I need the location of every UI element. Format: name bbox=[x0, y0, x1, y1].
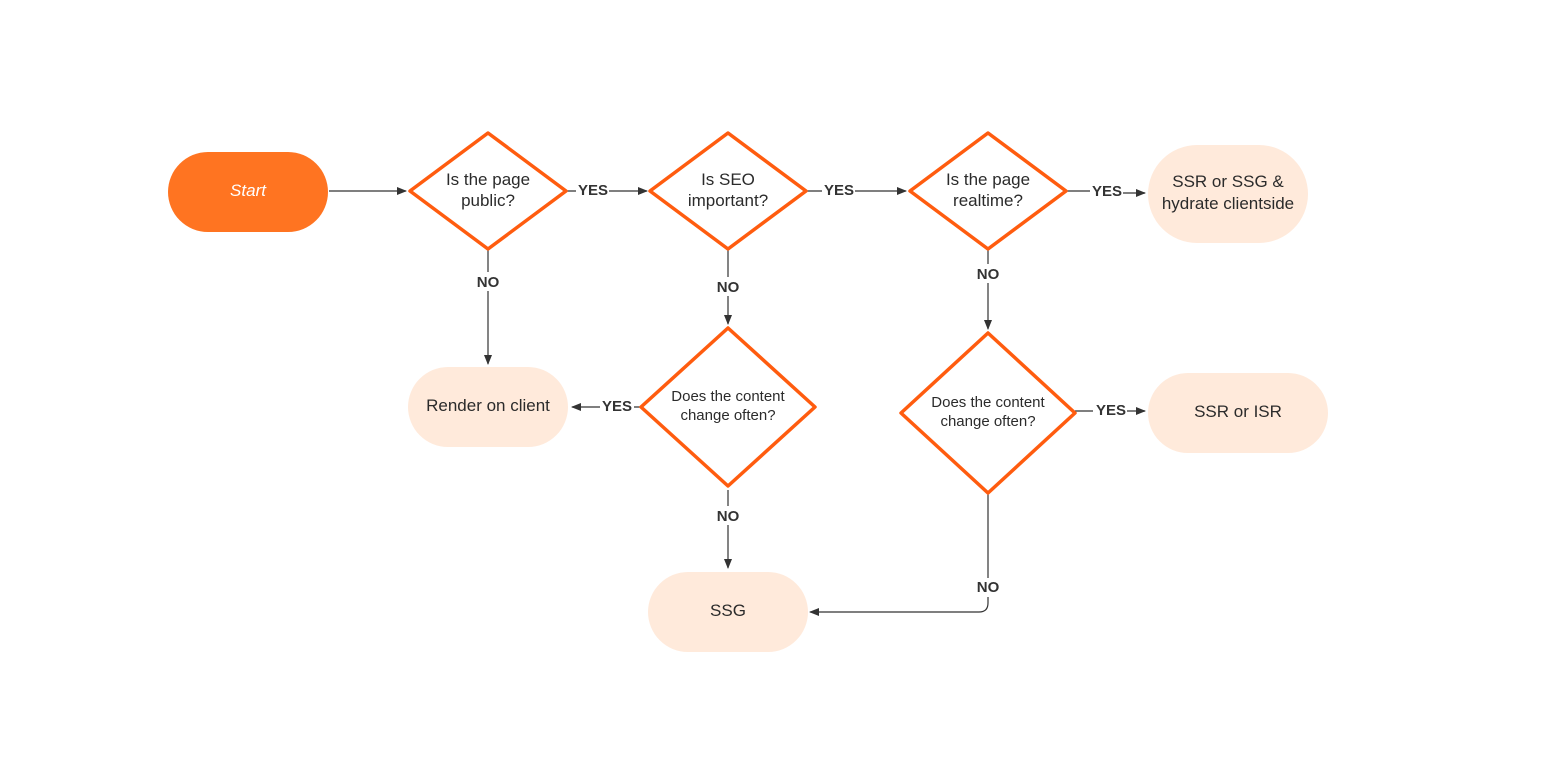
result-label-line-1: SSR or SSG & bbox=[1172, 172, 1284, 191]
decision-shape bbox=[639, 326, 817, 488]
edge-label-seo-no: NO bbox=[717, 279, 740, 296]
decision-label-line-2: realtime? bbox=[953, 191, 1023, 210]
decision-shape bbox=[648, 131, 808, 251]
result-label-line-2: hydrate clientside bbox=[1162, 194, 1294, 213]
edge-change-right-no bbox=[810, 494, 989, 612]
decision-seo-important: Is SEO important? bbox=[648, 131, 808, 251]
decision-shape bbox=[908, 131, 1068, 251]
decision-page-public: Is the page public? bbox=[408, 131, 568, 251]
decision-label-line-2: change often? bbox=[940, 413, 1035, 430]
decision-label-line-1: Is the page bbox=[946, 170, 1030, 189]
start-label: Start bbox=[230, 181, 267, 200]
start-shape bbox=[168, 152, 328, 232]
decision-shape bbox=[899, 331, 1077, 495]
start-node: Start bbox=[168, 152, 328, 232]
decision-label-line-2: important? bbox=[688, 191, 768, 210]
decision-label-line-1: Does the content bbox=[671, 388, 785, 405]
decision-content-change-left: Does the content change often? bbox=[639, 326, 817, 488]
decision-label-line-1: Is the page bbox=[446, 170, 530, 189]
result-label: Render on client bbox=[426, 396, 550, 415]
edge-label-public-yes: YES bbox=[578, 182, 608, 199]
result-label: SSR or ISR bbox=[1194, 402, 1282, 421]
edge-label-change-left-yes: YES bbox=[602, 398, 632, 415]
nodes: Start Is the page public? Is SEO importa… bbox=[168, 131, 1328, 652]
decision-content-change-right: Does the content change often? bbox=[899, 331, 1077, 495]
decision-page-realtime: Is the page realtime? bbox=[908, 131, 1068, 251]
result-shape bbox=[1148, 145, 1308, 243]
edge-label-change-right-no: NO bbox=[977, 579, 1000, 596]
edge-labels: YES YES YES NO NO NO YES NO YES NO bbox=[477, 182, 1126, 596]
decision-label-line-1: Does the content bbox=[931, 394, 1045, 411]
edge-label-realtime-no: NO bbox=[977, 266, 1000, 283]
edge-label-public-no: NO bbox=[477, 274, 500, 291]
edges bbox=[329, 191, 1145, 612]
result-render-on-client: Render on client bbox=[408, 367, 568, 447]
decision-label-line-1: Is SEO bbox=[701, 170, 755, 189]
edge-label-realtime-yes: YES bbox=[1092, 183, 1122, 200]
result-shape bbox=[648, 572, 808, 652]
result-ssr-or-isr: SSR or ISR bbox=[1148, 373, 1328, 453]
result-shape bbox=[408, 367, 568, 447]
edge-label-change-left-no: NO bbox=[717, 508, 740, 525]
result-ssg: SSG bbox=[648, 572, 808, 652]
edge-label-seo-yes: YES bbox=[824, 182, 854, 199]
decision-shape bbox=[408, 131, 568, 251]
edge-label-change-right-yes: YES bbox=[1096, 402, 1126, 419]
decision-label-line-2: change often? bbox=[680, 407, 775, 424]
result-ssr-or-ssg-hydrate: SSR or SSG & hydrate clientside bbox=[1148, 145, 1308, 243]
decision-label-line-2: public? bbox=[461, 191, 515, 210]
result-shape bbox=[1148, 373, 1328, 453]
result-label: SSG bbox=[710, 601, 746, 620]
edge-realtime-yes bbox=[1066, 191, 1145, 193]
